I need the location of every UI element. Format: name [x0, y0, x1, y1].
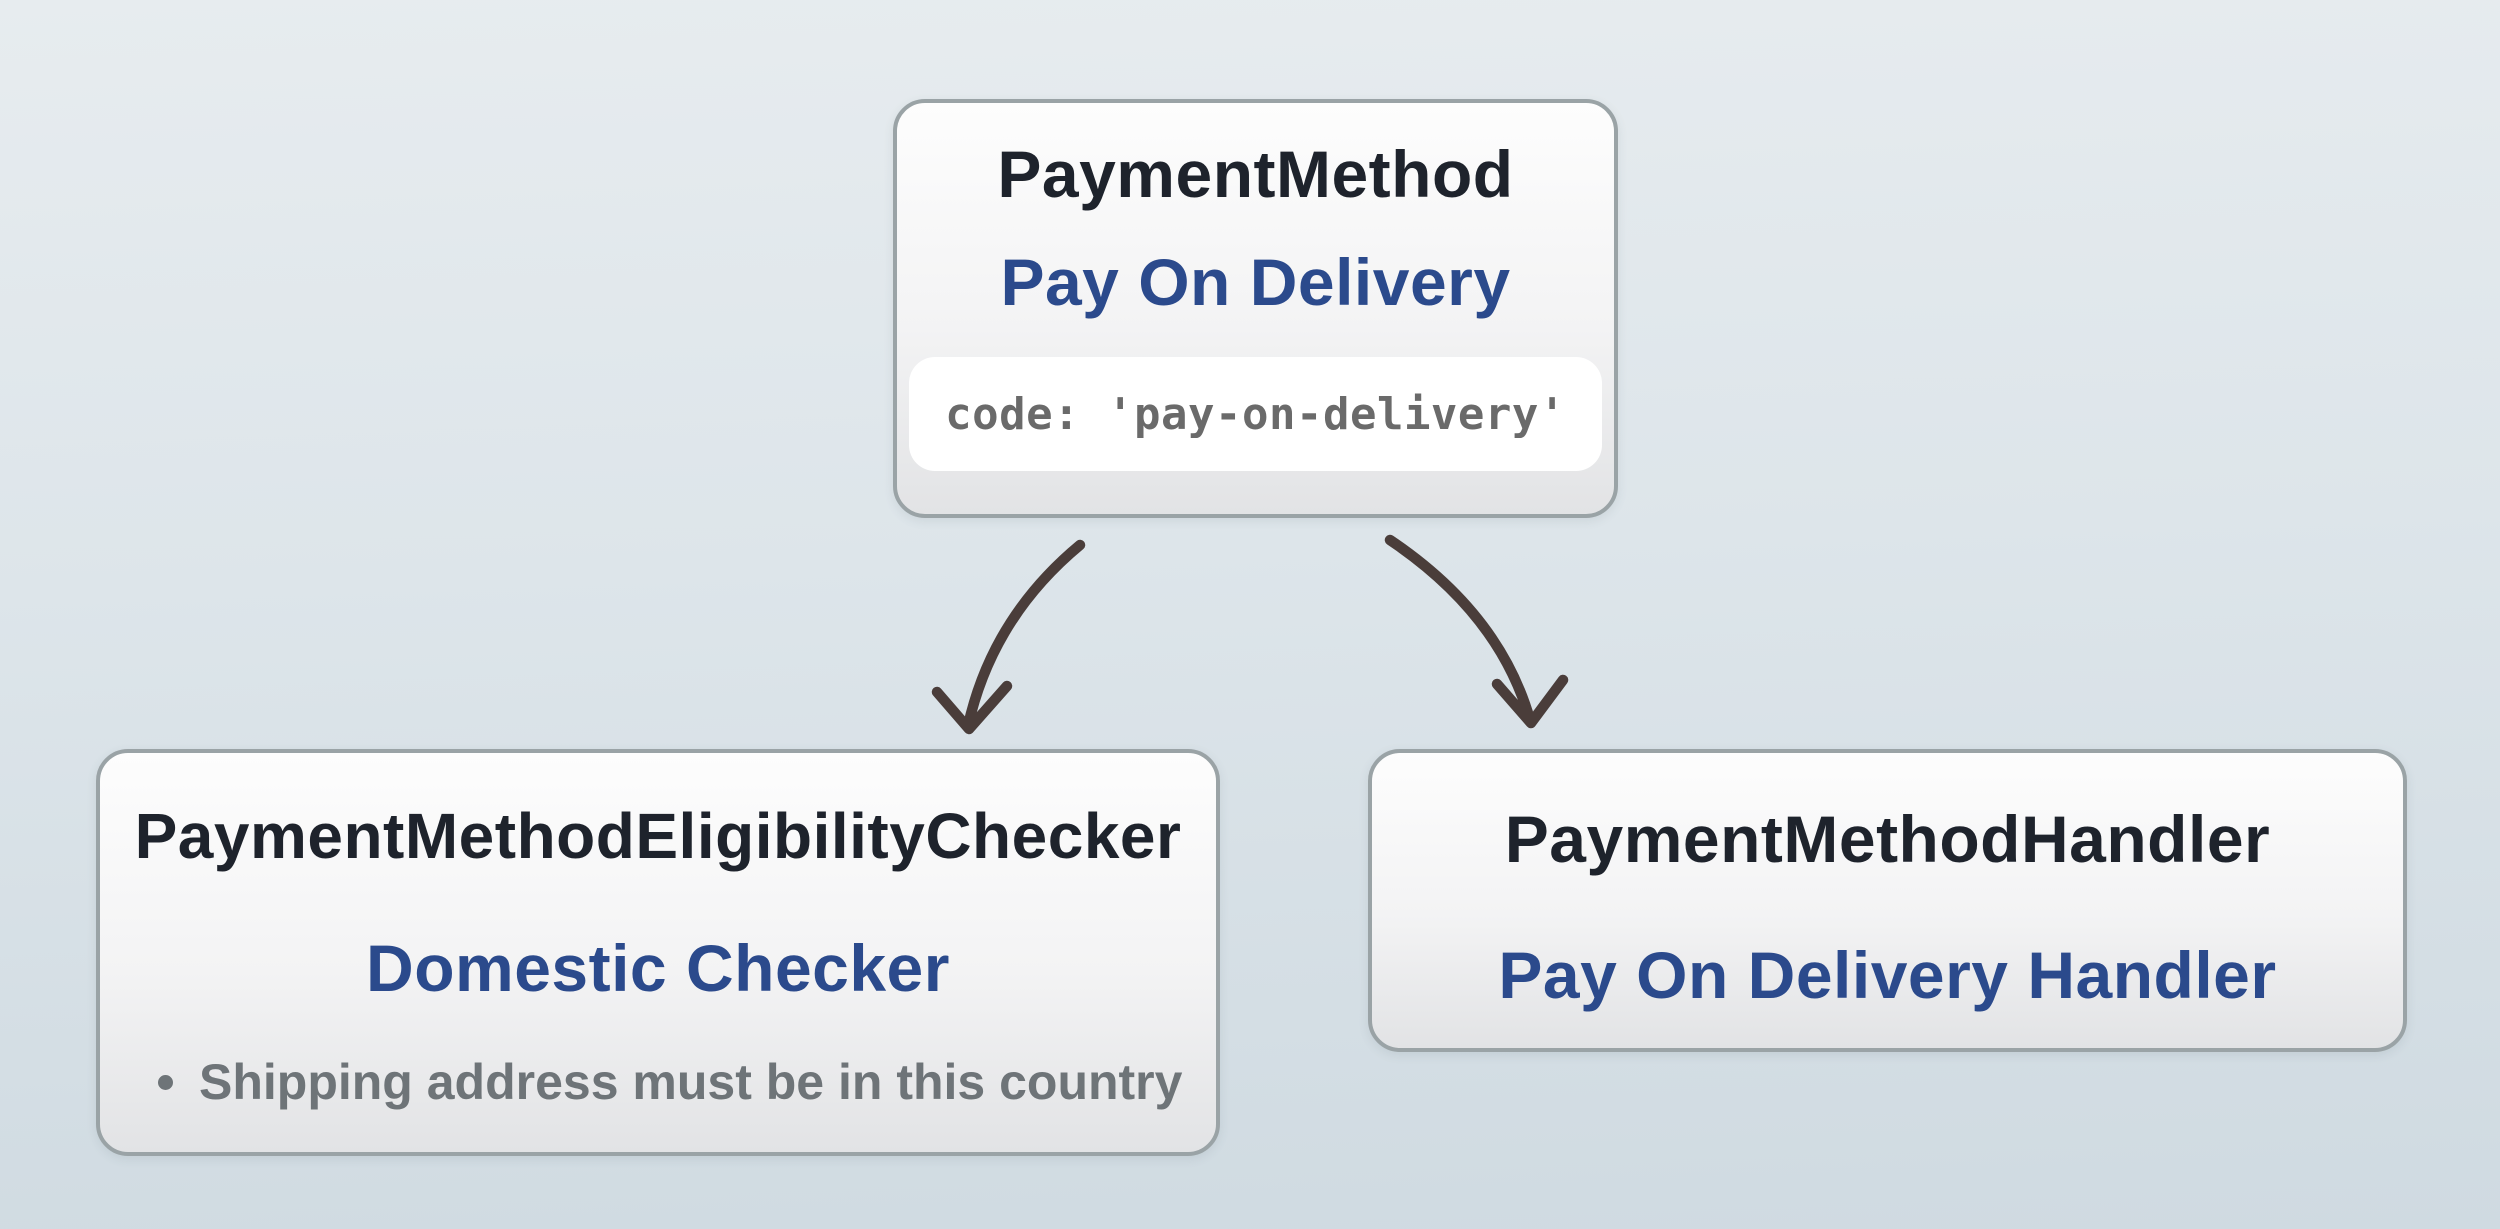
payment-method-name-label: Pay On Delivery	[1000, 245, 1511, 319]
payment-method-code-snippet: code: 'pay-on-delivery'	[945, 388, 1566, 440]
node-payment-method-handler: PaymentMethodHandler Pay On Delivery Han…	[1368, 749, 2407, 1052]
eligibility-checker-name-label: Domestic Checker	[366, 931, 950, 1005]
eligibility-rule-item: Shipping address must be in this country	[158, 1057, 1182, 1107]
arrow-payment-method-to-handler-icon	[1384, 534, 1569, 729]
payment-method-code-pill: code: 'pay-on-delivery'	[909, 357, 1602, 471]
handler-name-label: Pay On Delivery Handler	[1498, 938, 2277, 1012]
handler-type-label: PaymentMethodHandler	[1504, 802, 2271, 876]
node-eligibility-checker: PaymentMethodEligibilityChecker Domestic…	[96, 749, 1220, 1156]
eligibility-rule-list: Shipping address must be in this country	[100, 1057, 1182, 1107]
arrow-payment-method-to-eligibility-checker-icon	[931, 539, 1086, 735]
node-payment-method: PaymentMethod Pay On Delivery code: 'pay…	[893, 99, 1618, 518]
payment-method-type-label: PaymentMethod	[997, 137, 1514, 211]
eligibility-rule-text: Shipping address must be in this country	[199, 1054, 1183, 1110]
eligibility-checker-type-label: PaymentMethodEligibilityChecker	[134, 800, 1182, 872]
bullet-dot-icon	[158, 1074, 173, 1090]
